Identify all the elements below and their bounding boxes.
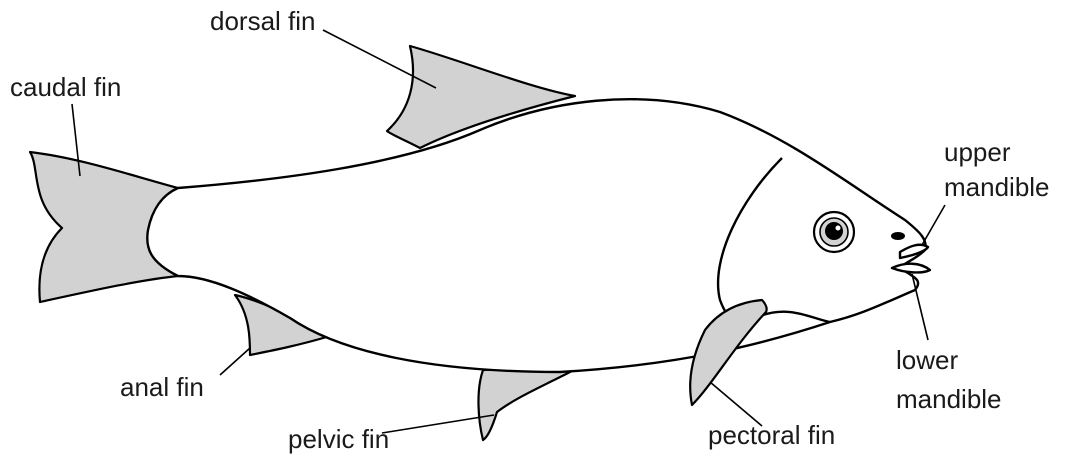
nostril [891, 232, 905, 240]
lower-mandible-label-line1: lower [896, 345, 958, 375]
pelvic-fin-leader [382, 415, 494, 433]
anal-fin-leader [220, 348, 250, 375]
upper-mandible-leader [922, 205, 945, 245]
eye-highlight [836, 226, 841, 231]
lower-mandible-label-line2: mandible [896, 384, 1002, 414]
dorsal-fin-label: dorsal fin [210, 6, 316, 36]
caudal-fin-label: caudal fin [10, 72, 121, 102]
eye-pupil [825, 222, 843, 240]
pelvic-fin-shape [478, 369, 572, 440]
pectoral-fin-label: pectoral fin [708, 420, 835, 450]
upper-mandible-label-line2: mandible [944, 172, 1050, 202]
anal-fin-label: anal fin [120, 372, 204, 402]
lower-mandible-leader [912, 274, 928, 340]
pelvic-fin-label: pelvic fin [288, 424, 389, 454]
upper-mandible-label-line1: upper [944, 137, 1011, 167]
